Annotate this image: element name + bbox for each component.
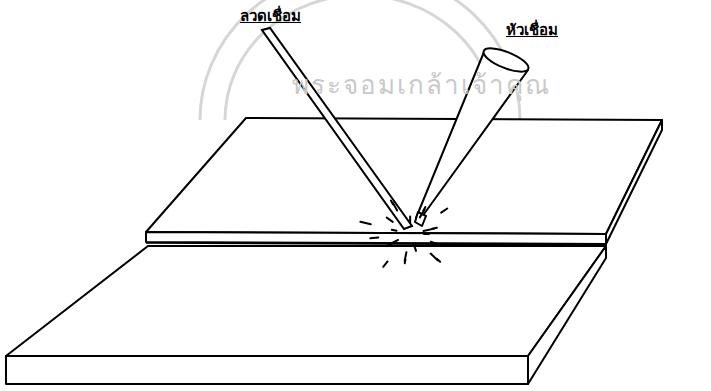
part-label: หัวเชื่อม <box>506 18 558 42</box>
bottom-plate-front <box>6 356 528 384</box>
spark-stroke <box>392 230 397 231</box>
spark-stroke <box>404 259 407 263</box>
spark-stroke <box>391 201 393 205</box>
top-plate-side <box>606 120 662 244</box>
top-plate-front <box>146 232 606 244</box>
spark-stroke <box>386 244 390 246</box>
watermark: พระจอมเกล้าเจ้าคุณ <box>292 64 551 105</box>
spark-stroke <box>370 236 378 239</box>
bottom-plate-top <box>6 246 606 356</box>
spark-stroke <box>409 216 411 222</box>
spark-stroke <box>414 245 416 251</box>
part-label: ลวดเชื่อม <box>240 4 301 28</box>
spark-stroke <box>383 261 387 266</box>
spark-stroke <box>441 209 447 213</box>
spark-stroke <box>360 222 371 225</box>
bottom-plate-side <box>528 246 606 384</box>
sparks <box>360 201 447 267</box>
spark-stroke <box>437 259 440 262</box>
spark-stroke <box>387 218 393 222</box>
spark-stroke <box>431 242 438 245</box>
spark-stroke <box>432 228 437 229</box>
spark-stroke <box>424 233 429 235</box>
weld-seam <box>146 243 606 245</box>
spark-stroke <box>423 207 425 211</box>
welding-rod <box>262 28 412 229</box>
